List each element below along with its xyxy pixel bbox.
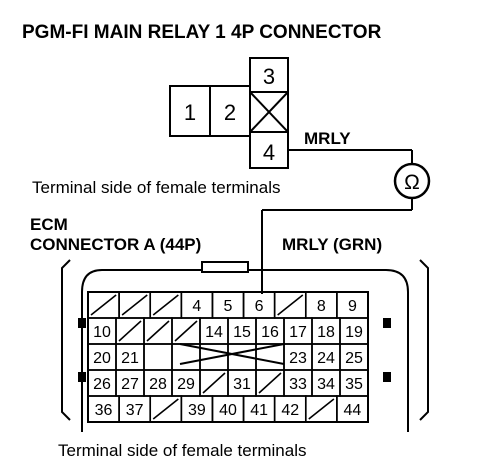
ecm-empty-slash	[308, 398, 335, 420]
ohmmeter-symbol: Ω	[404, 171, 420, 194]
ecm-empty-slash	[277, 294, 304, 316]
ecm-empty-slash	[146, 320, 170, 342]
ecm-terminal-8: 8	[317, 298, 326, 315]
ecm-terminal-17: 17	[289, 324, 307, 341]
ecm-terminal-4: 4	[192, 298, 201, 315]
ecm-empty-slash	[121, 294, 148, 316]
relay-terminal-3: 3	[263, 64, 275, 89]
relay-wire-label: MRLY	[304, 129, 351, 148]
ecm-terminal-16: 16	[261, 324, 279, 341]
ecm-terminal-29: 29	[177, 376, 195, 393]
relay-terminal-1: 1	[184, 100, 196, 125]
ecm-terminal-24: 24	[317, 350, 335, 367]
ecm-cell-frame	[336, 395, 369, 423]
ecm-terminal-34: 34	[317, 376, 335, 393]
ecm-right-latch	[419, 259, 429, 421]
relay-terminal-2: 2	[224, 100, 236, 125]
ecm-terminal-27: 27	[121, 376, 139, 393]
ecm-terminal-6: 6	[255, 298, 264, 315]
ecm-terminal-25: 25	[345, 350, 363, 367]
ecm-wire-label: MRLY (GRN)	[282, 235, 382, 254]
ecm-title-line1: ECM	[30, 215, 68, 234]
ecm-title-line2: CONNECTOR A (44P)	[30, 235, 201, 254]
ecm-terminal-42: 42	[281, 402, 299, 419]
ecm-terminal-15: 15	[233, 324, 251, 341]
ecm-terminal-40: 40	[219, 402, 237, 419]
ecm-left-latch	[61, 259, 71, 421]
ecm-right-lock-2	[383, 372, 391, 382]
ecm-terminal-31: 31	[233, 376, 251, 393]
relay-wire	[288, 149, 413, 164]
ecm-terminal-35: 35	[345, 376, 363, 393]
ecm-empty-slash	[174, 320, 198, 342]
ecm-terminal-41: 41	[250, 402, 268, 419]
ecm-terminal-39: 39	[188, 402, 206, 419]
ecm-right-lock-1	[383, 318, 391, 328]
ecm-terminal-14: 14	[205, 324, 223, 341]
ecm-connector-housing	[61, 259, 429, 432]
ecm-terminal-18: 18	[317, 324, 335, 341]
relay-empty-cross-b	[249, 91, 289, 133]
ecm-left-lock-1	[78, 318, 86, 328]
ecm-left-lock-2	[78, 372, 86, 382]
ecm-terminal-37: 37	[126, 402, 144, 419]
ecm-terminal-23: 23	[289, 350, 307, 367]
ecm-empty-slash	[90, 294, 117, 316]
ecm-terminal-9: 9	[348, 298, 357, 315]
ecm-empty-slash	[152, 398, 179, 420]
ecm-terminal-19: 19	[345, 324, 363, 341]
ecm-terminal-20: 20	[93, 350, 111, 367]
ecm-caption: Terminal side of female terminals	[58, 441, 306, 460]
ecm-terminal-10: 10	[93, 324, 111, 341]
relay-caption: Terminal side of female terminals	[32, 178, 280, 197]
ecm-terminal-28: 28	[149, 376, 167, 393]
ecm-terminal-26: 26	[93, 376, 111, 393]
ecm-terminal-44: 44	[344, 402, 362, 419]
ecm-wire	[261, 198, 413, 294]
ecm-key-tab	[201, 261, 249, 273]
ecm-terminal-cells: 4 5 6 8 9 10 14 15 16 17 18 19 20 21 23 24 25 26 27 28 29 31 3…	[87, 291, 369, 423]
ecm-empty-slash	[118, 320, 142, 342]
ecm-terminal-33: 33	[289, 376, 307, 393]
ecm-terminal-21: 21	[121, 350, 139, 367]
ecm-blank-cross-b	[179, 343, 285, 365]
diagram-title: PGM-FI MAIN RELAY 1 4P CONNECTOR	[22, 22, 382, 43]
ecm-terminal-5: 5	[224, 298, 233, 315]
ecm-cell-frame	[143, 343, 173, 371]
ecm-empty-slash	[152, 294, 179, 316]
ecm-terminal-36: 36	[95, 402, 113, 419]
relay-terminal-4: 4	[263, 140, 275, 165]
relay-connector	[169, 57, 289, 169]
ecm-empty-slash	[258, 372, 282, 394]
ecm-empty-slash	[202, 372, 226, 394]
